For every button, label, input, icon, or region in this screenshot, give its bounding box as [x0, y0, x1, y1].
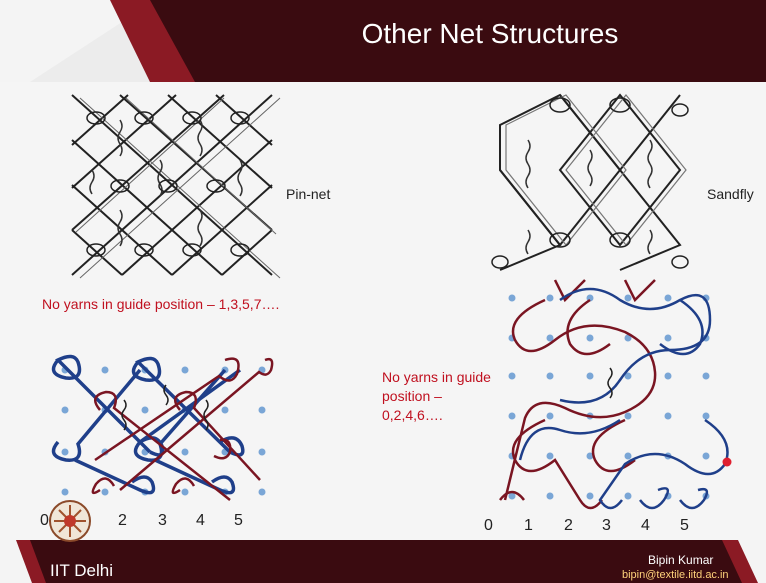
footer-email: bipin@textile.iitd.ac.in: [622, 569, 729, 581]
pin-net-label: Pin-net: [286, 186, 331, 202]
laser-pointer-icon: [722, 457, 732, 467]
sandfly-guide-number: 4: [641, 517, 650, 534]
sandfly-guide-number: 3: [602, 517, 611, 534]
pin-net-guide-number: 2: [118, 512, 127, 529]
sandfly-guide-number: 2: [564, 517, 573, 534]
footer-author: Bipin Kumar: [648, 553, 714, 567]
pin-net-guide-number: 5: [234, 512, 243, 529]
footer-banner: [0, 540, 766, 583]
pin-net-guide-number: 4: [196, 512, 205, 529]
sandfly-guide-number: 1: [524, 517, 533, 534]
title-banner: [0, 0, 766, 82]
pin-net-guide-note: No yarns in guide position – 1,3,5,7….: [42, 296, 280, 312]
sandfly-guide-number: 5: [680, 517, 689, 534]
sandfly-guide-note: No yarns in guide position – 0,2,4,6….: [382, 369, 491, 423]
slide-title: Other Net Structures: [361, 18, 619, 49]
footer-institute: IIT Delhi: [50, 561, 113, 580]
pin-net-guide-number: 3: [158, 512, 167, 529]
pin-net-guide-number: 0: [40, 512, 49, 529]
sandfly-label: Sandfly: [707, 186, 754, 202]
sandfly-guide-number: 0: [484, 517, 493, 534]
